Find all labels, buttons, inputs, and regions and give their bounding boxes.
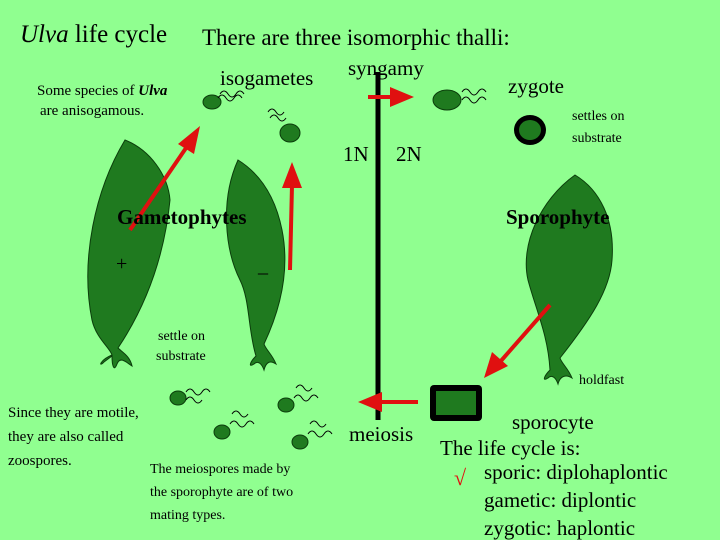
flagella-icon <box>267 108 287 122</box>
arrow-gamete-release-plus <box>128 146 188 232</box>
zoospore-minus-2 <box>291 434 309 450</box>
arrowhead-icon <box>282 162 302 188</box>
arrowhead-icon <box>390 87 414 107</box>
sporocyte-label: sporocyte <box>512 410 594 434</box>
flagella-icon <box>461 88 487 104</box>
arrow-gamete-release-minus <box>288 184 294 271</box>
motile-note-line3: zoospores. <box>8 453 72 469</box>
flagella-icon <box>185 388 211 404</box>
ploidy-2n-label: 2N <box>396 142 422 166</box>
flagella-icon <box>307 420 333 438</box>
settle-substrate-label: substrate <box>156 349 206 364</box>
meiosis-label: meiosis <box>349 422 414 446</box>
motile-note-line2: they are also called <box>8 429 124 445</box>
sporophyte-label: Sporophyte <box>506 205 610 229</box>
page-title: Ulva life cycle <box>20 21 168 48</box>
zoospore-plus-2 <box>213 424 231 440</box>
meiospore-note-line2: the sporophyte are of two <box>150 485 294 500</box>
gametophyte-minus-thallus <box>226 159 286 372</box>
arrowhead-icon <box>358 392 382 412</box>
isogamete-minus <box>279 123 301 143</box>
meiospore-note-line3: mating types. <box>150 508 226 523</box>
zygote-label: zygote <box>508 74 564 98</box>
gametophyte-plus-thallus <box>87 139 171 369</box>
flagella-icon <box>229 410 255 428</box>
motile-note-line1: Since they are motile, <box>8 405 139 421</box>
anisogamy-note-line2: are anisogamous. <box>40 103 145 119</box>
flagella-icon <box>217 90 245 102</box>
sporophyte-thallus <box>525 174 613 386</box>
arrowhead-icon <box>484 352 508 378</box>
lifecycle-item-sporic: sporic: diplohaplontic <box>484 460 668 484</box>
plus-mating-type-label: + <box>116 253 128 275</box>
settle-on-label: settle on <box>158 329 206 344</box>
heading: There are three isomorphic thalli: <box>202 25 510 50</box>
substrate-label: substrate <box>572 131 622 146</box>
lifecycle-heading: The life cycle is: <box>440 436 581 460</box>
zoospore-minus-1 <box>277 397 295 413</box>
anisogamy-note-line1: Some species of Ulva <box>37 83 168 99</box>
lifecycle-item-gametic: gametic: diplontic <box>484 488 637 512</box>
arrowhead-icon <box>178 126 200 154</box>
zygote-cell-inner <box>519 120 541 140</box>
flagella-icon <box>293 384 319 402</box>
gametophytes-label: Gametophytes <box>117 205 247 229</box>
holdfast-label: holdfast <box>579 373 625 388</box>
check-mark-icon: √ <box>454 465 467 490</box>
isogamete-plus <box>202 94 222 110</box>
syngamy-gamete <box>432 89 462 111</box>
lifecycle-item-zygotic: zygotic: haplontic <box>484 516 636 540</box>
sporocyte-box-inner <box>436 391 476 415</box>
meiospore-note-line1: The meiospores made by <box>150 462 291 477</box>
minus-mating-type-label: _ <box>258 255 268 277</box>
syngamy-label: syngamy <box>348 56 424 80</box>
arrow-sporophyte-to-sporocyte <box>498 303 552 364</box>
zoospore-plus-1 <box>169 390 187 406</box>
arrows <box>128 87 552 412</box>
ploidy-1n-label: 1N <box>343 142 369 166</box>
settles-on-label: settles on <box>572 109 625 124</box>
isogametes-label: isogametes <box>220 66 314 90</box>
